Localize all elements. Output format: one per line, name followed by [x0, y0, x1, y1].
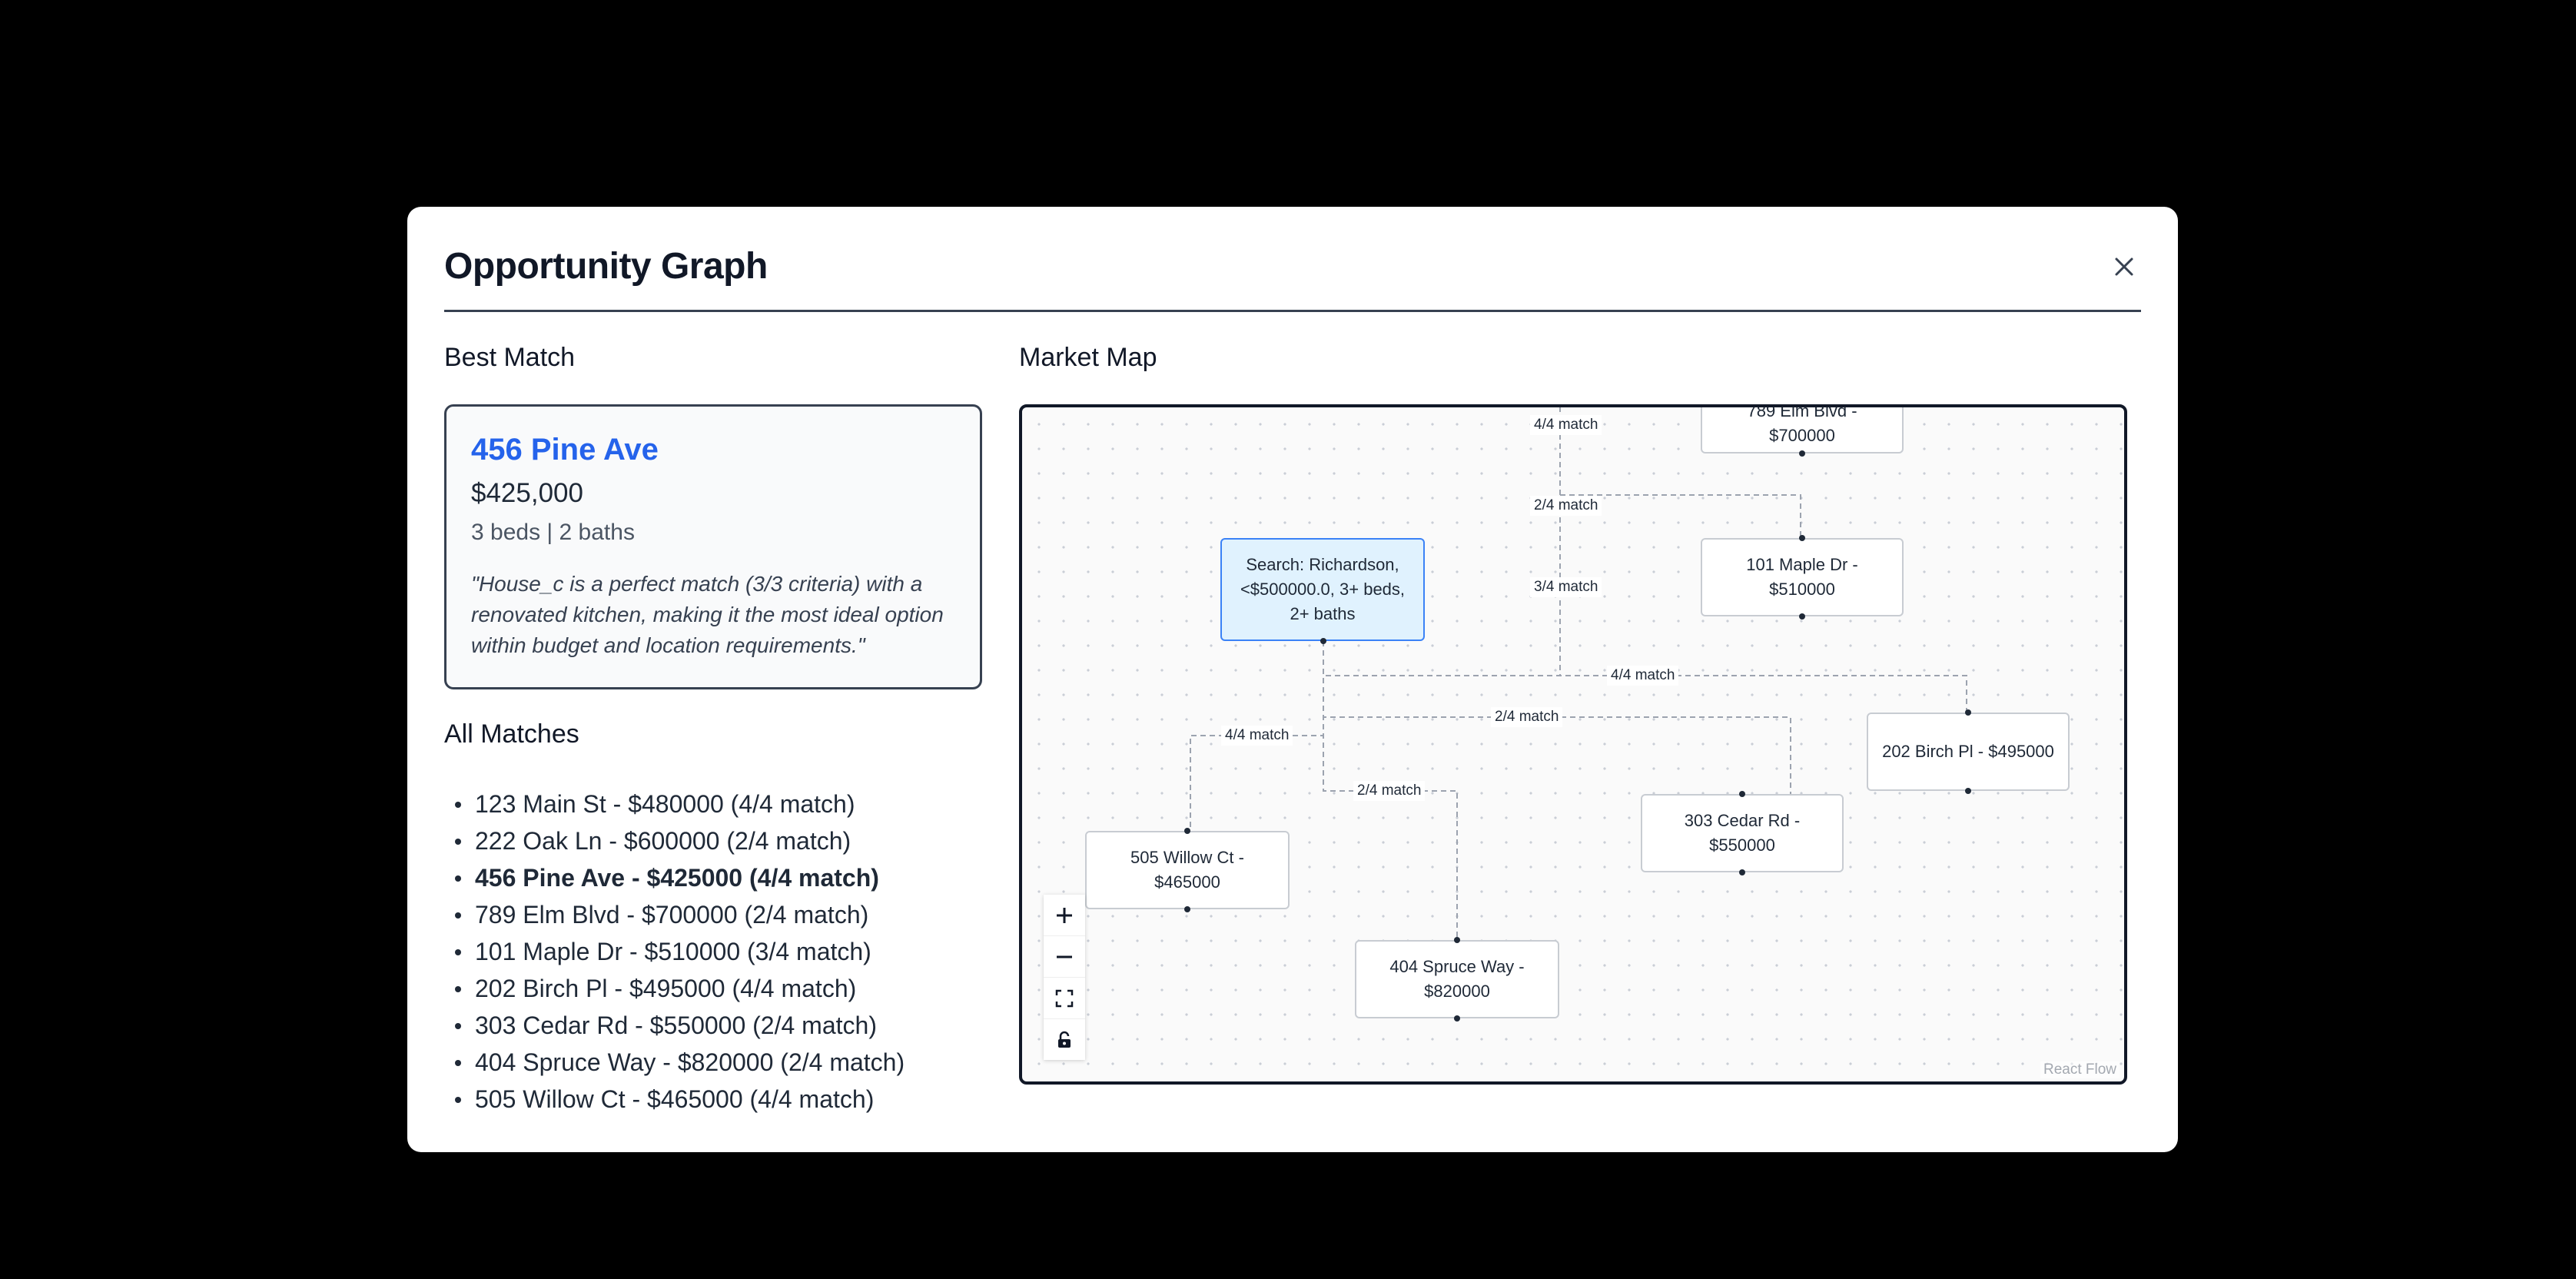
- zoom-out-icon: [1057, 955, 1072, 958]
- node-birch-pl[interactable]: 202 Birch Pl - $495000: [1867, 713, 2070, 791]
- match-item: 404 Spruce Way - $820000 (2/4 match): [444, 1044, 998, 1081]
- node-willow-ct[interactable]: 505 Willow Ct - $465000: [1085, 831, 1290, 909]
- opportunity-graph-modal: Opportunity Graph Best Match 456 Pine Av…: [407, 207, 2178, 1152]
- best-match-card: 456 Pine Ave $425,000 3 beds | 2 baths "…: [444, 404, 982, 689]
- handle-maple-top[interactable]: [1799, 535, 1805, 541]
- handle-birch-top[interactable]: [1965, 709, 1971, 716]
- match-item: 303 Cedar Rd - $550000 (2/4 match): [444, 1007, 998, 1044]
- all-matches-list: 123 Main St - $480000 (4/4 match) 222 Oa…: [444, 786, 998, 1118]
- handle-elm-bottom[interactable]: [1799, 450, 1805, 457]
- node-elm-blvd[interactable]: 789 Elm Blvd - $700000: [1701, 407, 1904, 453]
- close-button[interactable]: [2109, 251, 2139, 282]
- node-search[interactable]: Search: Richardson, <$500000.0, 3+ beds,…: [1220, 538, 1425, 641]
- zoom-in-button[interactable]: [1044, 895, 1085, 936]
- handle-willow-bottom[interactable]: [1184, 906, 1190, 912]
- edge-label-maple: 3/4 match: [1530, 577, 1602, 597]
- all-matches-heading: All Matches: [444, 719, 579, 749]
- edge-label-elm: 2/4 match: [1530, 496, 1602, 516]
- zoom-out-button[interactable]: [1044, 936, 1085, 978]
- best-match-name: 456 Pine Ave: [471, 433, 659, 467]
- edge-label-willow: 4/4 match: [1221, 726, 1293, 746]
- node-spruce-way[interactable]: 404 Spruce Way - $820000: [1355, 940, 1559, 1018]
- modal-title: Opportunity Graph: [444, 246, 768, 287]
- match-item: 222 Oak Ln - $600000 (2/4 match): [444, 822, 998, 859]
- react-flow-attribution[interactable]: React Flow: [2040, 1061, 2120, 1078]
- best-match-description: "House_c is a perfect match (3/3 criteri…: [471, 572, 944, 657]
- match-item: 202 Birch Pl - $495000 (4/4 match): [444, 970, 998, 1007]
- market-map-canvas[interactable]: 4/4 match 2/4 match 3/4 match 4/4 match …: [1019, 404, 2127, 1085]
- edge-label-cedar: 2/4 match: [1491, 707, 1563, 727]
- handle-cedar-top[interactable]: [1739, 791, 1745, 797]
- match-item-best: 456 Pine Ave - $425000 (4/4 match): [444, 859, 998, 896]
- match-item: 123 Main St - $480000 (4/4 match): [444, 786, 998, 822]
- node-cedar-rd[interactable]: 303 Cedar Rd - $550000: [1641, 794, 1844, 872]
- handle-maple-bottom[interactable]: [1799, 613, 1805, 620]
- edge-to-birch: [1323, 641, 1967, 713]
- lock-icon: [1058, 1031, 1071, 1048]
- handle-search-bottom[interactable]: [1320, 638, 1326, 644]
- handle-spruce-bottom[interactable]: [1454, 1015, 1460, 1022]
- match-item: 505 Willow Ct - $465000 (4/4 match): [444, 1081, 998, 1118]
- close-icon: [2115, 257, 2133, 276]
- zoom-in-icon: [1057, 907, 1072, 923]
- handle-willow-top[interactable]: [1184, 828, 1190, 834]
- market-map-heading: Market Map: [1019, 343, 1157, 372]
- handle-cedar-bottom[interactable]: [1739, 869, 1745, 875]
- best-match-price: $425,000: [471, 478, 583, 508]
- edge-label-top: 4/4 match: [1530, 415, 1602, 435]
- flow-controls: [1044, 895, 1085, 1060]
- lock-button[interactable]: [1044, 1019, 1085, 1060]
- match-item: 101 Maple Dr - $510000 (3/4 match): [444, 933, 998, 970]
- fit-view-icon: [1055, 989, 1074, 1007]
- fit-view-button[interactable]: [1044, 978, 1085, 1019]
- match-item: 789 Elm Blvd - $700000 (2/4 match): [444, 896, 998, 933]
- handle-spruce-top[interactable]: [1454, 937, 1460, 943]
- best-match-specs: 3 beds | 2 baths: [471, 520, 635, 545]
- best-match-heading: Best Match: [444, 343, 576, 372]
- node-maple-dr[interactable]: 101 Maple Dr - $510000: [1701, 538, 1904, 616]
- title-divider: [444, 310, 2141, 312]
- handle-birch-bottom[interactable]: [1965, 788, 1971, 794]
- edge-label-spruce: 2/4 match: [1353, 781, 1426, 801]
- edge-label-birch: 4/4 match: [1607, 666, 1679, 686]
